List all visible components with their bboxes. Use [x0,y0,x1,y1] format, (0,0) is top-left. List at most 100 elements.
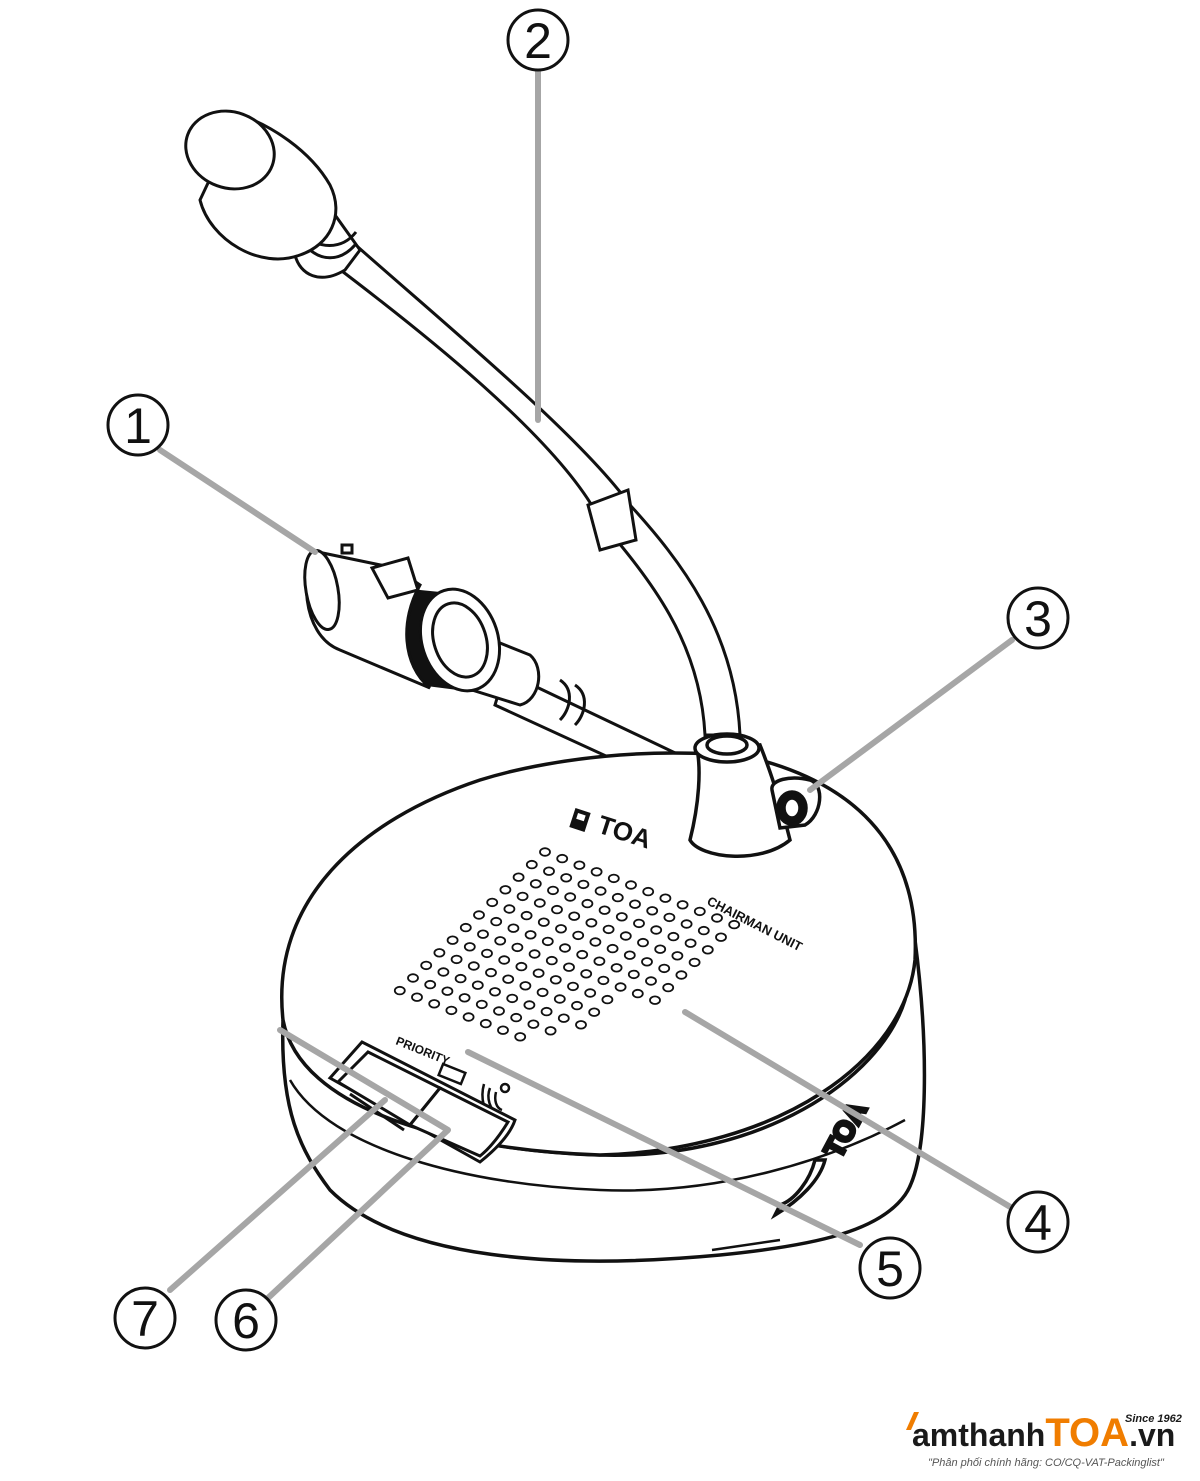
grille-hole [446,935,459,945]
grille-hole [441,986,454,996]
grille-hole [642,886,655,897]
grille-hole [645,976,657,986]
grille-hole [659,893,672,903]
grille-hole [547,885,559,896]
grille-hole [544,1026,557,1036]
grille-hole [581,898,594,909]
grille-hole [507,923,520,933]
grille-hole [512,872,525,882]
grille-hole [559,943,571,953]
callout-number: 1 [124,398,152,454]
leader-line-1 [157,447,318,555]
leader-line-4 [682,1009,1015,1211]
grille-hole [532,968,545,978]
grille-hole [555,924,567,934]
watermark-tagline: "Phân phối chính hãng: CO/CQ-VAT-Packing… [928,1457,1165,1469]
grille-hole [584,988,597,998]
grille-hole [568,911,581,921]
grille-hole [728,919,741,930]
grille-hole [564,892,577,902]
grille-hole [437,967,450,977]
mic-indicator-led [436,1062,468,1086]
grille-hole [511,942,524,953]
grille-hole [688,957,701,968]
grille-hole [615,912,628,922]
grille-hole [475,999,488,1010]
grille-hole [576,949,589,960]
grille-hole [545,955,558,966]
grille-hole [494,936,507,946]
svg-text:amthanhTOA.vn: amthanhTOA.vn [912,1411,1175,1455]
grille-hole [463,942,476,952]
talk-button[interactable] [407,1086,511,1158]
gooseneck-microphone [184,109,742,737]
grille-hole [606,943,619,954]
grille-hole [424,979,437,990]
grille-hole [572,930,585,941]
microphone-windscreen [184,109,276,191]
leader-line-6b [265,1127,451,1301]
grille-hole [524,930,537,940]
speaker-grille [393,847,741,1042]
callout-number: 6 [232,1293,260,1349]
grille-hole [614,982,627,992]
grille-hole [433,948,446,958]
grille-hole [671,951,684,961]
grille-hole [567,981,579,992]
callout-4: 4 [1006,1190,1070,1254]
watermark-logo: amthanhTOA.vn Since 1962 "Phân phối chín… [906,1411,1182,1469]
mic-socket [688,743,792,858]
watermark-since: Since 1962 [1125,1413,1182,1425]
grille-hole [649,995,661,1005]
grille-hole [629,899,641,909]
callout-number: 4 [1024,1195,1052,1251]
grille-hole [502,974,515,984]
grille-hole [658,963,671,974]
grille-hole [486,897,499,908]
grille-hole [481,948,493,959]
grille-hole [543,866,555,876]
grille-hole [420,960,433,971]
grille-hole [428,999,441,1009]
side-recess [770,1158,828,1220]
callout-6: 6 [214,1288,278,1352]
grille-hole [520,910,533,921]
grille-hole [450,954,463,965]
grille-hole [663,912,676,923]
grille-hole [498,955,511,965]
grille-hole [477,929,489,939]
callout-1: 1 [106,393,170,457]
grille-hole [633,918,645,929]
grille-hole [537,917,550,927]
grille-hole [459,922,472,933]
grille-hole [680,919,693,929]
grille-hole [471,980,484,990]
grille-hole [541,936,554,947]
grille-hole [489,987,501,997]
grille-hole [601,994,614,1005]
watermark-prefix: amthanh [912,1417,1045,1453]
grille-hole [637,937,649,948]
grille-hole [485,967,497,978]
grille-hole [597,975,610,986]
callout-number: 3 [1024,591,1052,647]
grille-hole [711,913,723,923]
grille-hole [556,853,569,864]
grille-hole [503,904,516,914]
grille-hole [536,987,549,998]
grille-hole [393,985,406,996]
grille-hole [549,975,562,985]
grille-hole [523,1000,536,1010]
leader-line-3 [807,637,1015,793]
grille-hole [490,916,503,927]
grille-hole [479,1018,492,1029]
grille-hole [557,1013,570,1023]
grille-hole [715,932,727,942]
grille-hole [588,1007,601,1017]
watermark-swoosh [906,1412,919,1430]
grille-hole [527,1019,540,1029]
grille-hole [701,945,714,955]
watermark-brand: TOA [1045,1411,1129,1455]
callout-number: 7 [131,1291,159,1347]
grille-hole [650,925,663,935]
